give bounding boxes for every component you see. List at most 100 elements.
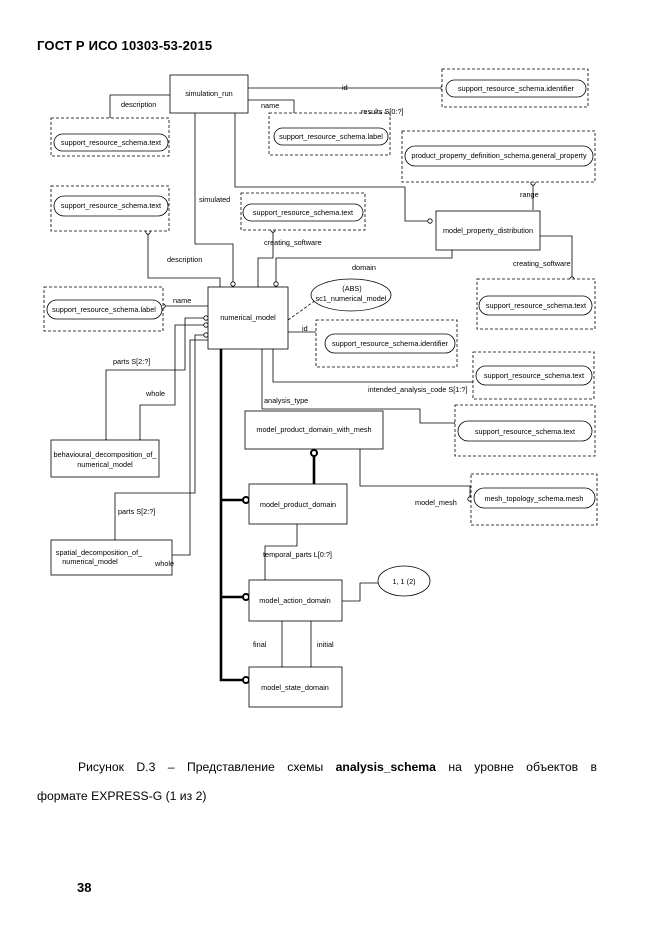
abs-label-2: sc1_numerical_model	[316, 294, 387, 303]
entity-label-model-property-distribution: model_property_distribution	[443, 226, 533, 235]
ref-pill-mesh	[473, 487, 596, 509]
rel-label-description-2: description	[167, 255, 202, 264]
entity-model-property-distribution	[435, 210, 541, 251]
entity-spatial-decomposition	[50, 539, 173, 576]
rel-label-temporal-parts: temporal_parts L[0:?]	[263, 550, 332, 559]
rel-label-analysis-type: analysis_type	[264, 396, 308, 405]
entity-label-spatial-2: numerical_model	[62, 557, 118, 566]
rel-label-description-top: description	[121, 100, 156, 109]
abs-ellipse	[310, 278, 392, 312]
caption-schema-name: analysis_schema	[335, 760, 436, 774]
ref-label-text-right-1: support_resource_schema.text	[486, 301, 586, 310]
rel-description-top	[109, 94, 170, 117]
ref-label-label-top: support_resource_schema.label	[279, 132, 383, 141]
entity-label-behavioural-2: numerical_model	[77, 460, 133, 469]
page-ref-ellipse	[377, 565, 431, 597]
ref-label-mesh: mesh_topology_schema.mesh	[485, 494, 584, 503]
rel-label-final: final	[253, 640, 267, 649]
rel-label-results: results S[0:?]	[361, 107, 404, 116]
abs-label-1: (ABS)	[342, 284, 361, 293]
ref-pill-label-left	[46, 299, 163, 320]
rel-label-creating-software-2: creating_software	[513, 259, 571, 268]
ref-pill-label-top	[273, 127, 389, 146]
rel-page-ref	[342, 582, 380, 602]
entity-label-simulation-run: simulation_run	[185, 89, 232, 98]
rel-temporal	[264, 524, 298, 580]
rel-parts-1	[105, 317, 208, 440]
entity-model-product-domain-with-mesh	[244, 410, 384, 450]
page-number: 38	[77, 880, 92, 895]
ref-pill-text-2	[53, 195, 169, 217]
ref-pill-identifier-mid	[324, 333, 456, 354]
rel-model-mesh	[359, 449, 471, 497]
ref-pill-text-right-3	[457, 420, 593, 442]
entity-label-numerical-model: numerical_model	[220, 313, 276, 322]
rel-label-parts-2: parts S[2:?]	[118, 507, 155, 516]
entity-label-model-action-domain: model_action_domain	[259, 596, 330, 605]
entity-label-behavioural-1: behavioural_decomposition_of_	[53, 450, 157, 459]
entity-model-state-domain	[248, 666, 343, 708]
rel-description-2	[147, 232, 221, 287]
ref-pill-text-right-1	[478, 295, 593, 316]
rel-analysis-type	[261, 349, 455, 424]
subtype-circle-mpd	[242, 496, 250, 504]
ref-label-text-right-3: support_resource_schema.text	[475, 427, 575, 436]
rel-label-creating-software-1: creating_software	[264, 238, 322, 247]
rel-simulated	[194, 113, 234, 287]
rel-creating-software-1	[257, 232, 274, 287]
ref-pill-identifier-top	[445, 79, 587, 98]
subtype-trunk	[219, 349, 243, 682]
ref-pill-general-property	[404, 145, 594, 167]
entity-label-spatial-1: spatial_decomposition_of_	[56, 548, 143, 557]
entity-behavioural-decomposition	[50, 439, 160, 478]
rel-label-name-top: name	[261, 101, 279, 110]
rel-label-id-top: id	[342, 83, 348, 92]
rel-label-id-mid: id	[302, 324, 308, 333]
figure-caption-line-2: формате EXPRESS-G (1 из 2)	[37, 789, 207, 803]
subtype-circle-mad	[242, 593, 250, 601]
ref-label-text-1: support_resource_schema.text	[61, 138, 161, 147]
rel-abs	[287, 299, 317, 321]
entity-label-model-product-domain: model_product_domain	[260, 500, 336, 509]
entity-label-model-state-domain: model_state_domain	[261, 683, 329, 692]
ref-label-text-2: support_resource_schema.text	[61, 201, 161, 210]
rel-whole-2	[172, 339, 208, 556]
rel-domain	[275, 250, 453, 287]
entity-simulation-run	[169, 74, 249, 114]
page-ref-label: 1, 1 (2)	[392, 577, 415, 586]
ref-label-text-3: support_resource_schema.text	[253, 208, 353, 217]
rel-label-parts-1: parts S[2:?]	[113, 357, 150, 366]
rel-results	[234, 113, 432, 222]
ref-label-identifier-mid: support_resource_schema.identifier	[332, 339, 449, 348]
figure-caption-line-1: Рисунок D.3 – Представление схемы analys…	[37, 760, 597, 774]
ref-label-identifier-top: support_resource_schema.identifier	[458, 84, 575, 93]
ref-pill-text-right-2	[475, 365, 593, 386]
rel-label-initial: initial	[317, 640, 334, 649]
ref-pill-text-3	[242, 203, 364, 222]
entity-numerical-model	[207, 286, 289, 350]
rel-label-model-mesh: model_mesh	[415, 498, 457, 507]
document-header: ГОСТ Р ИСО 10303-53-2015	[37, 38, 213, 53]
rel-label-name-left: name	[173, 296, 191, 305]
rel-name-top	[232, 99, 295, 112]
rel-label-range: range	[520, 190, 539, 199]
subtype-circle-msd	[242, 676, 250, 684]
rel-creating-software-2	[540, 235, 573, 277]
caption-suffix: на уровне объектов в	[435, 760, 597, 774]
ref-label-text-right-2: support_resource_schema.text	[484, 371, 584, 380]
entity-model-action-domain	[248, 579, 343, 622]
rel-label-intended: intended_analysis_code S[1:?]	[368, 385, 467, 394]
rel-intended	[272, 349, 473, 383]
rel-label-whole-2: whole	[154, 559, 174, 568]
rel-parts-2	[114, 334, 208, 540]
rel-whole-1	[139, 324, 208, 440]
subtype-circle-mesh	[310, 449, 318, 457]
ref-label-label-left: support_resource_schema.label	[52, 305, 156, 314]
rel-label-simulated: simulated	[199, 195, 230, 204]
rel-label-whole-1: whole	[145, 389, 165, 398]
ref-pill-text-1	[53, 133, 169, 152]
entity-model-product-domain	[248, 483, 348, 525]
caption-prefix: Рисунок D.3 – Представление схемы	[78, 760, 336, 774]
entity-label-mpd-with-mesh: model_product_domain_with_mesh	[256, 425, 371, 434]
